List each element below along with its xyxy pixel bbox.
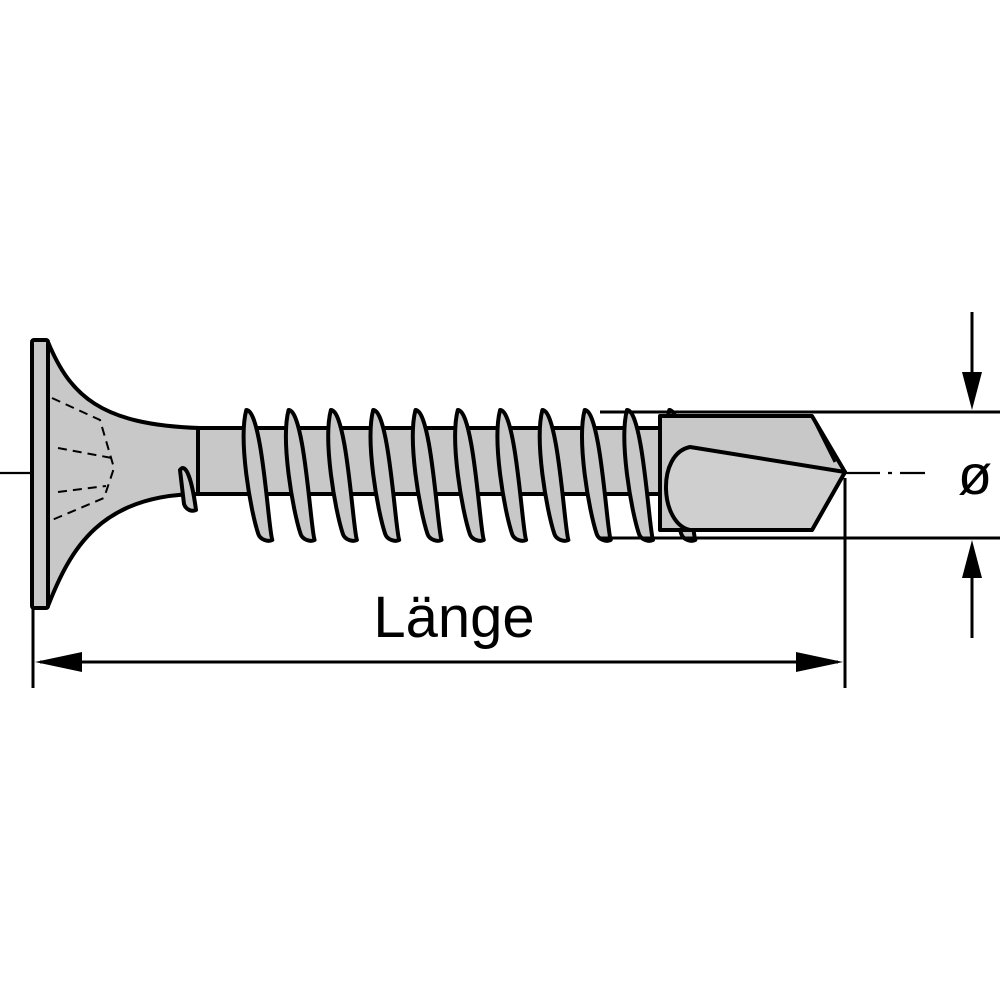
length-arrow-left-head	[35, 652, 82, 672]
thread-crest	[283, 408, 317, 543]
thread-crest	[241, 408, 275, 543]
thread-crest	[368, 408, 402, 543]
thread-crest	[622, 408, 655, 543]
length-arrow-right-head	[796, 652, 843, 672]
diameter-arrow-top-head	[962, 372, 982, 410]
thread-crest	[453, 408, 486, 543]
drill-point-edge	[810, 415, 837, 463]
thread-crest	[537, 408, 571, 543]
length-label: Länge	[373, 585, 534, 650]
drill-point-flute	[664, 445, 847, 532]
drive-recess-hidden-lines	[51, 397, 116, 521]
thread-crest	[410, 408, 444, 543]
diameter-arrow-bottom-head	[962, 540, 982, 578]
thread-crest	[326, 408, 359, 543]
thread-crest	[580, 408, 613, 543]
thread-crest	[178, 466, 198, 513]
diameter-label: ø	[958, 443, 992, 506]
thread-crest	[495, 408, 529, 543]
screw-head-flange	[30, 338, 50, 610]
thread-group	[178, 408, 698, 543]
